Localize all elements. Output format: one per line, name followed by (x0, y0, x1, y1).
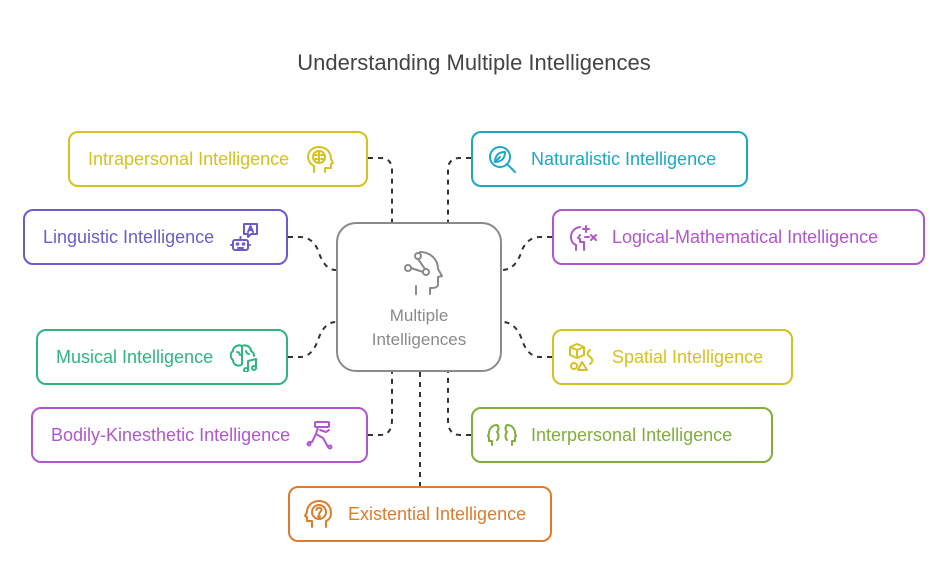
node-bodily-kinesthetic-label: Bodily-Kinesthetic Intelligence (51, 424, 291, 445)
running-figure-icon (304, 418, 338, 452)
node-bodily-kinesthetic[interactable]: Bodily-Kinesthetic Intelligence (31, 407, 368, 463)
node-interpersonal[interactable]: Interpersonal Intelligence (471, 407, 773, 463)
brain-head-icon (303, 142, 337, 176)
node-spatial-label: Spatial Intelligence (612, 346, 764, 367)
connector-intrapersonal (368, 157, 393, 222)
node-existential[interactable]: Existential Intelligence (288, 486, 552, 542)
node-existential-label: Existential Intelligence (348, 503, 527, 524)
node-musical[interactable]: Musical Intelligence (36, 329, 288, 385)
center-hub: Multiple Intelligences (336, 222, 502, 372)
diagram-title: Understanding Multiple Intelligences (297, 50, 651, 75)
node-logical-mathematical[interactable]: Logical-Mathematical Intelligence (552, 209, 925, 265)
connector-musical (288, 321, 337, 358)
head-idea-icon (404, 251, 443, 295)
node-interpersonal-label: Interpersonal Intelligence (531, 424, 733, 445)
center-label-line1: Multiple (389, 306, 449, 325)
connector-naturalistic (447, 157, 471, 222)
cube-shapes-icon (566, 340, 600, 374)
node-intrapersonal-label: Intrapersonal Intelligence (88, 148, 290, 169)
node-linguistic[interactable]: Linguistic Intelligence (23, 209, 288, 265)
brain-music-icon (227, 340, 261, 374)
connector-linguistic (288, 236, 337, 271)
center-label-line2: Intelligences (371, 330, 467, 349)
question-head-icon (302, 497, 336, 531)
speech-robot-icon (228, 220, 262, 254)
node-intrapersonal[interactable]: Intrapersonal Intelligence (68, 131, 368, 187)
connector-bodily (368, 372, 393, 436)
node-naturalistic-label: Naturalistic Intelligence (531, 148, 717, 169)
node-naturalistic[interactable]: Naturalistic Intelligence (471, 131, 748, 187)
node-spatial[interactable]: Spatial Intelligence (552, 329, 793, 385)
two-heads-icon (485, 418, 519, 452)
node-logical-mathematical-label: Logical-Mathematical Intelligence (612, 226, 879, 247)
connector-interpersonal (447, 372, 471, 436)
math-head-icon (566, 220, 600, 254)
connector-logical (501, 236, 552, 271)
connector-spatial (501, 321, 552, 358)
node-musical-label: Musical Intelligence (56, 346, 214, 367)
node-linguistic-label: Linguistic Intelligence (43, 226, 215, 247)
leaf-magnifier-icon (485, 142, 519, 176)
